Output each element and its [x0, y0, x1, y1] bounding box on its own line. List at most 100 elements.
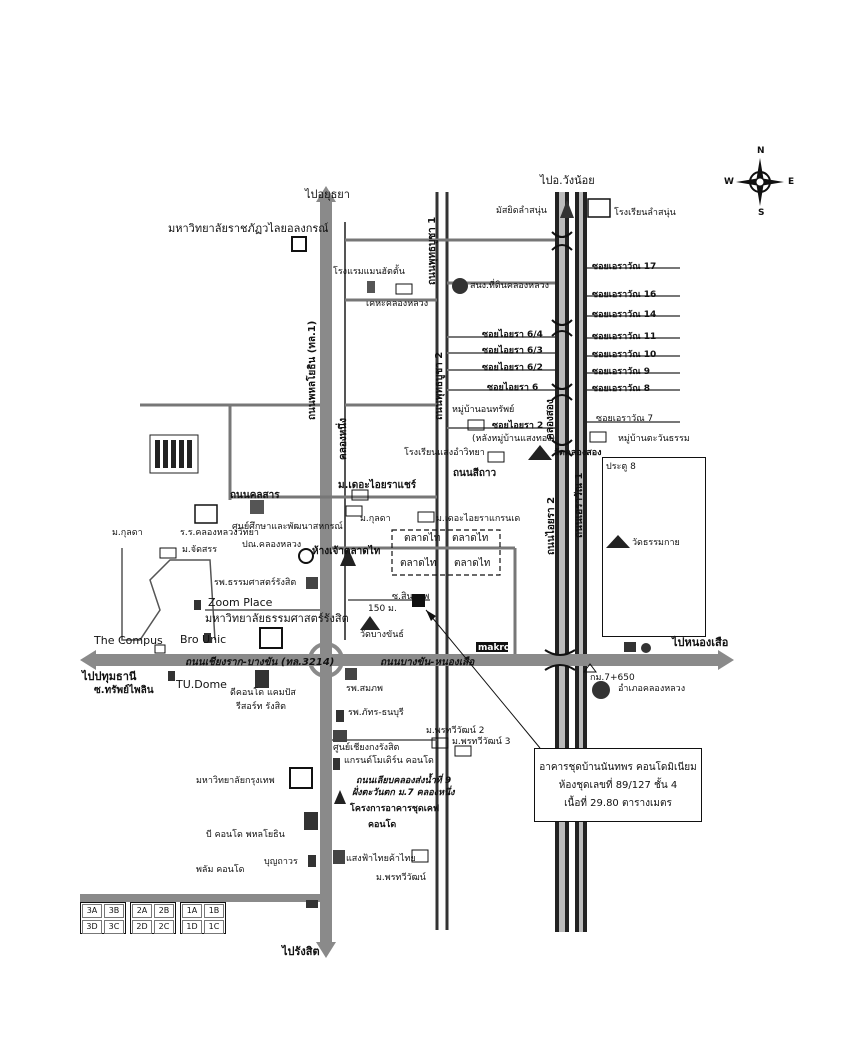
market-3: ตลาดไท	[400, 558, 437, 569]
arrow-north	[316, 186, 336, 202]
place-hotel: โรงแรมแมนฮัตตั้น	[333, 267, 405, 277]
block-label: 1C	[204, 920, 224, 934]
soi-erawan17: ซอยเอราวัณ 17	[592, 262, 657, 272]
info-line-1: อาคารชุดบ้านนันทพร คอนโดมิเนียม	[539, 761, 697, 773]
temple-icon-1	[528, 445, 552, 460]
esso-icon	[624, 642, 636, 652]
road-aiyara2-inner	[559, 192, 565, 932]
soi-aiyara63: ซอยไอยรา 6/3	[482, 346, 543, 356]
pruksa3-icon	[454, 745, 472, 757]
dir-wangnoi: ไปอ.วังน้อย	[540, 174, 595, 187]
house-icon-1	[395, 283, 413, 295]
road-west-loop	[121, 548, 216, 641]
block-label: 2A	[132, 904, 152, 918]
dhammakaya-icon	[606, 535, 630, 548]
soi-erawan14: ซอยเอราวัณ 14	[592, 310, 657, 320]
roundabout	[308, 642, 344, 678]
place-village-anothai: หมู่บ้านอนทรัพย์	[452, 405, 515, 415]
place-bunthawon: บุญถาวร	[264, 857, 298, 867]
info-line-2: ห้องชุดเลขที่ 89/127 ชั้น 4	[558, 779, 678, 791]
place-resort: รีสอร์ท รังสิต	[236, 702, 286, 712]
place-klong-lieb-desc: ฝั่งตะวันตก ม.7 คลองหนึ่ง	[352, 788, 455, 798]
target-building	[412, 594, 425, 607]
compass: N S E W	[724, 146, 795, 218]
soi-erawan9: ซอยเอราวัณ 9	[592, 367, 650, 377]
soi-erawan7: ซอยเอราวัณ 7	[596, 414, 654, 424]
house-icon-8	[159, 547, 177, 559]
project-icon	[334, 790, 346, 804]
road-erawan1-inner	[579, 192, 583, 932]
block-label: 3A	[82, 904, 102, 918]
compass-rose-icon	[736, 158, 784, 206]
place-rajabhat: มหาวิทยาลัยราชภัฏวไลยอลงกรณ์	[168, 222, 329, 235]
saengfa-icon	[333, 850, 345, 864]
place-khlong-luang-house: เคหะคลองหลวง	[366, 299, 429, 309]
road-label-khonsan: ถนนคลสาร	[230, 490, 280, 501]
overpass-markers	[544, 231, 576, 671]
post-icon	[298, 548, 314, 564]
patra-icon	[336, 710, 344, 722]
road-label-bangkhan: ถนนบางขัน-หนองเสือ	[380, 657, 475, 668]
house-icon-3	[589, 431, 607, 443]
place-wat-dhammakaya: วัดธรรมกาย	[632, 538, 680, 548]
place-jatsorn: ม.จัดสรร	[182, 545, 218, 555]
road-chiangrak	[92, 654, 722, 666]
place-thammasat-uni: มหาวิทยาลัยธรรมศาสตร์รังสิต	[205, 612, 349, 625]
bcondo-icon	[304, 812, 318, 830]
place-wat-bangkhan: วัดบางขันธ์	[360, 630, 404, 640]
market-4: ตลาดไท	[454, 558, 491, 569]
block-label: 2C	[154, 920, 174, 934]
place-tawantham: หมู่บ้านตะวันธรรม	[618, 434, 690, 444]
block-label: 3C	[104, 920, 124, 934]
road-label-phahonyothin: ถนนพหลโยธิน (ทล.1)	[307, 320, 318, 420]
block-label: 3B	[104, 904, 124, 918]
soi-erawan11: ซอยเอราวัณ 11	[592, 332, 657, 342]
pointer-line	[425, 609, 541, 749]
soi-aiyara64: ซอยไอยรา 6/4	[482, 330, 543, 340]
place-pruksa3: ม.พรทวีวัฒน์ 3	[452, 737, 511, 747]
arrow-south	[316, 942, 336, 958]
dhammakaya-area	[602, 457, 706, 637]
place-dekor-place: ม.เดอะไอยราแชร์	[338, 480, 417, 491]
condo-blocks: 3A 3B 3D 3C 2A 2B 2D 2C 1A 1B 1D 1C	[80, 902, 320, 934]
km-marker	[583, 663, 597, 673]
compass-e: E	[788, 177, 795, 187]
place-dekor-grand: ม.เดอะไอยราแกรนเด	[436, 514, 521, 524]
soi-aiyara6: ซอยไอยรา 6	[487, 383, 539, 393]
rajabhat-icon	[291, 236, 307, 252]
place-masjid: มัสยิดลำสนุ่น	[496, 206, 547, 216]
place-behind-saengthong: (หลังหมู่บ้านแสงทอง)	[472, 434, 556, 444]
place-gate8: ประตู 8	[606, 462, 636, 472]
compass-w: W	[724, 177, 734, 187]
zoom-icon	[194, 600, 201, 610]
block-label: 1A	[182, 904, 202, 918]
house-icon-6	[417, 511, 435, 523]
place-plum: พลัม คอนโด	[196, 865, 245, 875]
house-icon-2	[467, 419, 485, 431]
place-tu-dome: TU.Dome	[176, 678, 227, 691]
makro-icon	[476, 642, 508, 652]
place-grand-modern: แกรนด์โมเดิร์น คอนโด	[344, 756, 434, 766]
place-rr-school: ร.ร.คลองหลวงวิทยา	[180, 528, 259, 538]
info-line-3: เนื้อที่ 29.80 ตารางเมตร	[564, 797, 672, 809]
place-pruksa2: ม.พรทวีวัฒน์ 2	[426, 726, 485, 736]
road-label-erawan1: ถนนเอราวัณ 1	[574, 472, 585, 538]
place-kulada: ม.กุลดา	[112, 528, 143, 538]
house-icon-5	[351, 489, 369, 501]
soi-erawan10: ซอยเอราวัณ 10	[592, 350, 657, 360]
block-1: 1A 1B 1D 1C	[180, 902, 226, 934]
road-label-aiyara2: ถนนไอยรา 2	[546, 496, 557, 555]
uni-icon	[259, 627, 283, 649]
road-label-chiangrak: ถนนเชียงราก-บางขัน (ทล.3214)	[185, 657, 335, 668]
arrow-east	[718, 650, 734, 670]
road-label-soi-small: ซ.สินทรพ	[392, 592, 430, 602]
aiyara-sois	[447, 336, 555, 429]
place-hospital-samkop: รพ.สมภพ	[346, 684, 383, 694]
dcondo-icon	[255, 670, 269, 688]
place-bro-unic: Bro Unic	[180, 633, 227, 646]
school-icon	[587, 198, 611, 218]
road-label-klong-lieb: ถนนเลียบคลองส่งน้ำที่ 9	[356, 776, 452, 786]
place-bangkok-uni: มหาวิทยาลัยกรุงเทพ	[196, 776, 275, 786]
place-hospital-thammasat: รพ.ธรรมศาสตร์รังสิต	[214, 578, 297, 588]
block-3: 3A 3B 3D 3C	[80, 902, 126, 934]
